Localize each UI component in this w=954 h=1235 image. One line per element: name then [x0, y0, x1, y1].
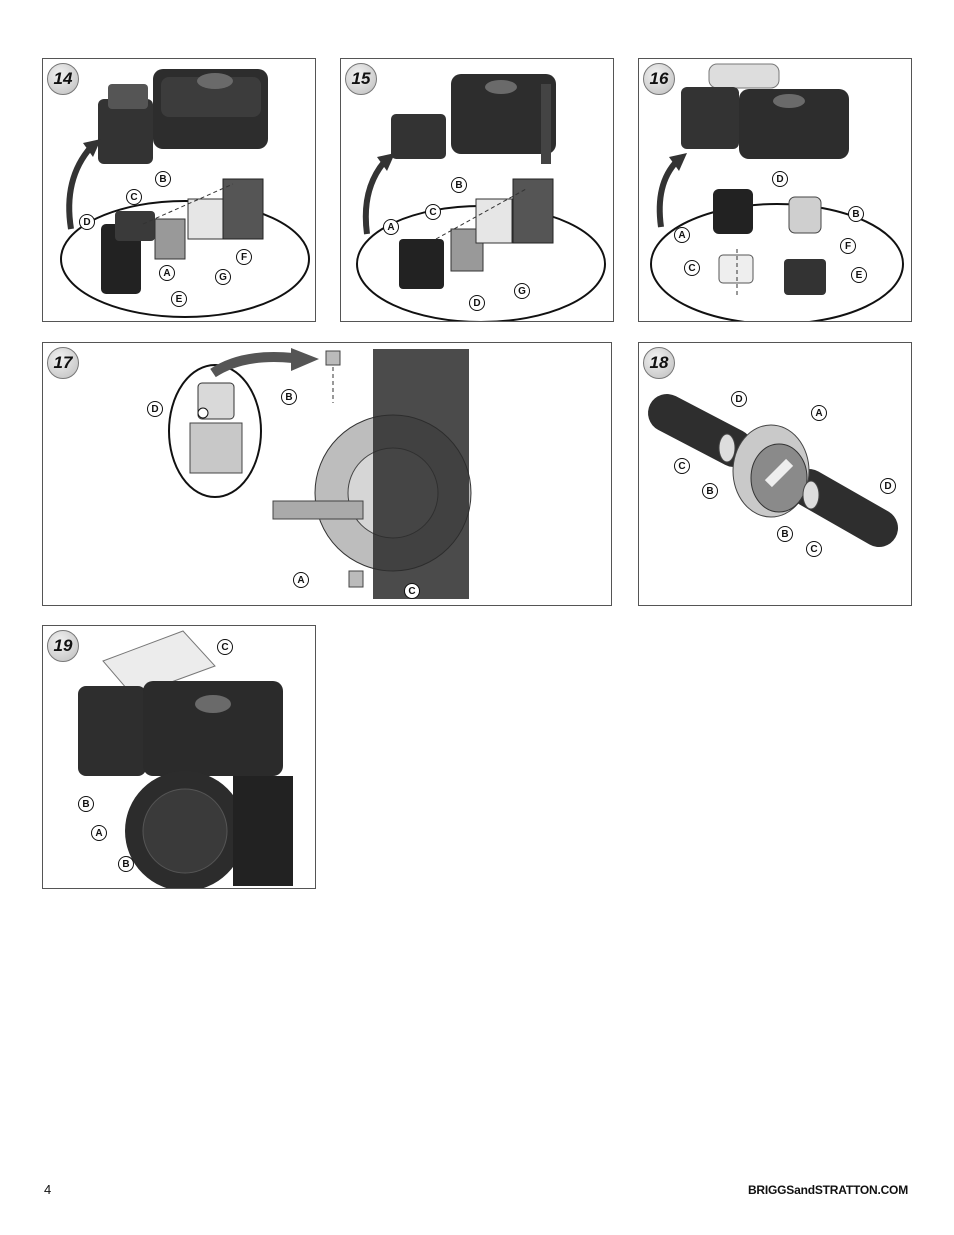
callout-c: C	[806, 541, 822, 557]
callout-g: G	[514, 283, 530, 299]
callout-c: C	[425, 204, 441, 220]
callout-b: B	[78, 796, 94, 812]
callout-f: F	[840, 238, 856, 254]
callout-f: F	[236, 249, 252, 265]
callout-b: B	[155, 171, 171, 187]
callout-a: A	[293, 572, 309, 588]
figure-18: 18 D A C B D B C	[638, 342, 912, 606]
figure-number: 15	[345, 63, 377, 95]
callout-c: C	[126, 189, 142, 205]
callout-a: A	[674, 227, 690, 243]
callout-a: A	[811, 405, 827, 421]
callout-d: D	[772, 171, 788, 187]
air-cleaner-foam-paper-illustration	[60, 69, 310, 318]
callout-d: D	[79, 214, 95, 230]
low-profile-air-cleaner-illustration	[650, 63, 904, 321]
figure-15: 15 B C A D G	[340, 58, 614, 322]
callout-c: C	[684, 260, 700, 276]
callout-g: G	[215, 269, 231, 285]
callout-d: D	[731, 391, 747, 407]
callout-e: E	[171, 291, 187, 307]
engine-with-muffler-guard-illustration	[78, 630, 293, 888]
callout-b: B	[281, 389, 297, 405]
callout-c: C	[217, 639, 233, 655]
callout-b: B	[702, 483, 718, 499]
callout-d: D	[147, 401, 163, 417]
callout-b: B	[777, 526, 793, 542]
figure-number: 17	[47, 347, 79, 379]
figure-16: 16 D B A F C E	[638, 58, 912, 322]
callout-d: D	[469, 295, 485, 311]
figure-number: 19	[47, 630, 79, 662]
figure-number: 14	[47, 63, 79, 95]
air-cleaner-paper-illustration	[356, 74, 606, 321]
callout-a: A	[91, 825, 107, 841]
callout-a: A	[159, 265, 175, 281]
inline-filter-hoses-illustration	[648, 394, 898, 547]
figure-number: 18	[643, 347, 675, 379]
callout-b: B	[451, 177, 467, 193]
figure-14: 14 B C D A E F G	[42, 58, 316, 322]
crankcase-breather-plug-illustration	[168, 348, 472, 599]
callout-d: D	[880, 478, 896, 494]
callout-b: B	[118, 856, 134, 872]
figure-19: 19 C B A B	[42, 625, 316, 889]
callout-a: A	[383, 219, 399, 235]
figure-number: 16	[643, 63, 675, 95]
callout-e: E	[851, 267, 867, 283]
callout-b: B	[848, 206, 864, 222]
website-footer: BRIGGSandSTRATTON.COM	[747, 1183, 908, 1197]
page-number: 4	[44, 1182, 52, 1197]
figure-17: 17 D B A C	[42, 342, 612, 606]
callout-c: C	[674, 458, 690, 474]
callout-c: C	[404, 583, 420, 599]
